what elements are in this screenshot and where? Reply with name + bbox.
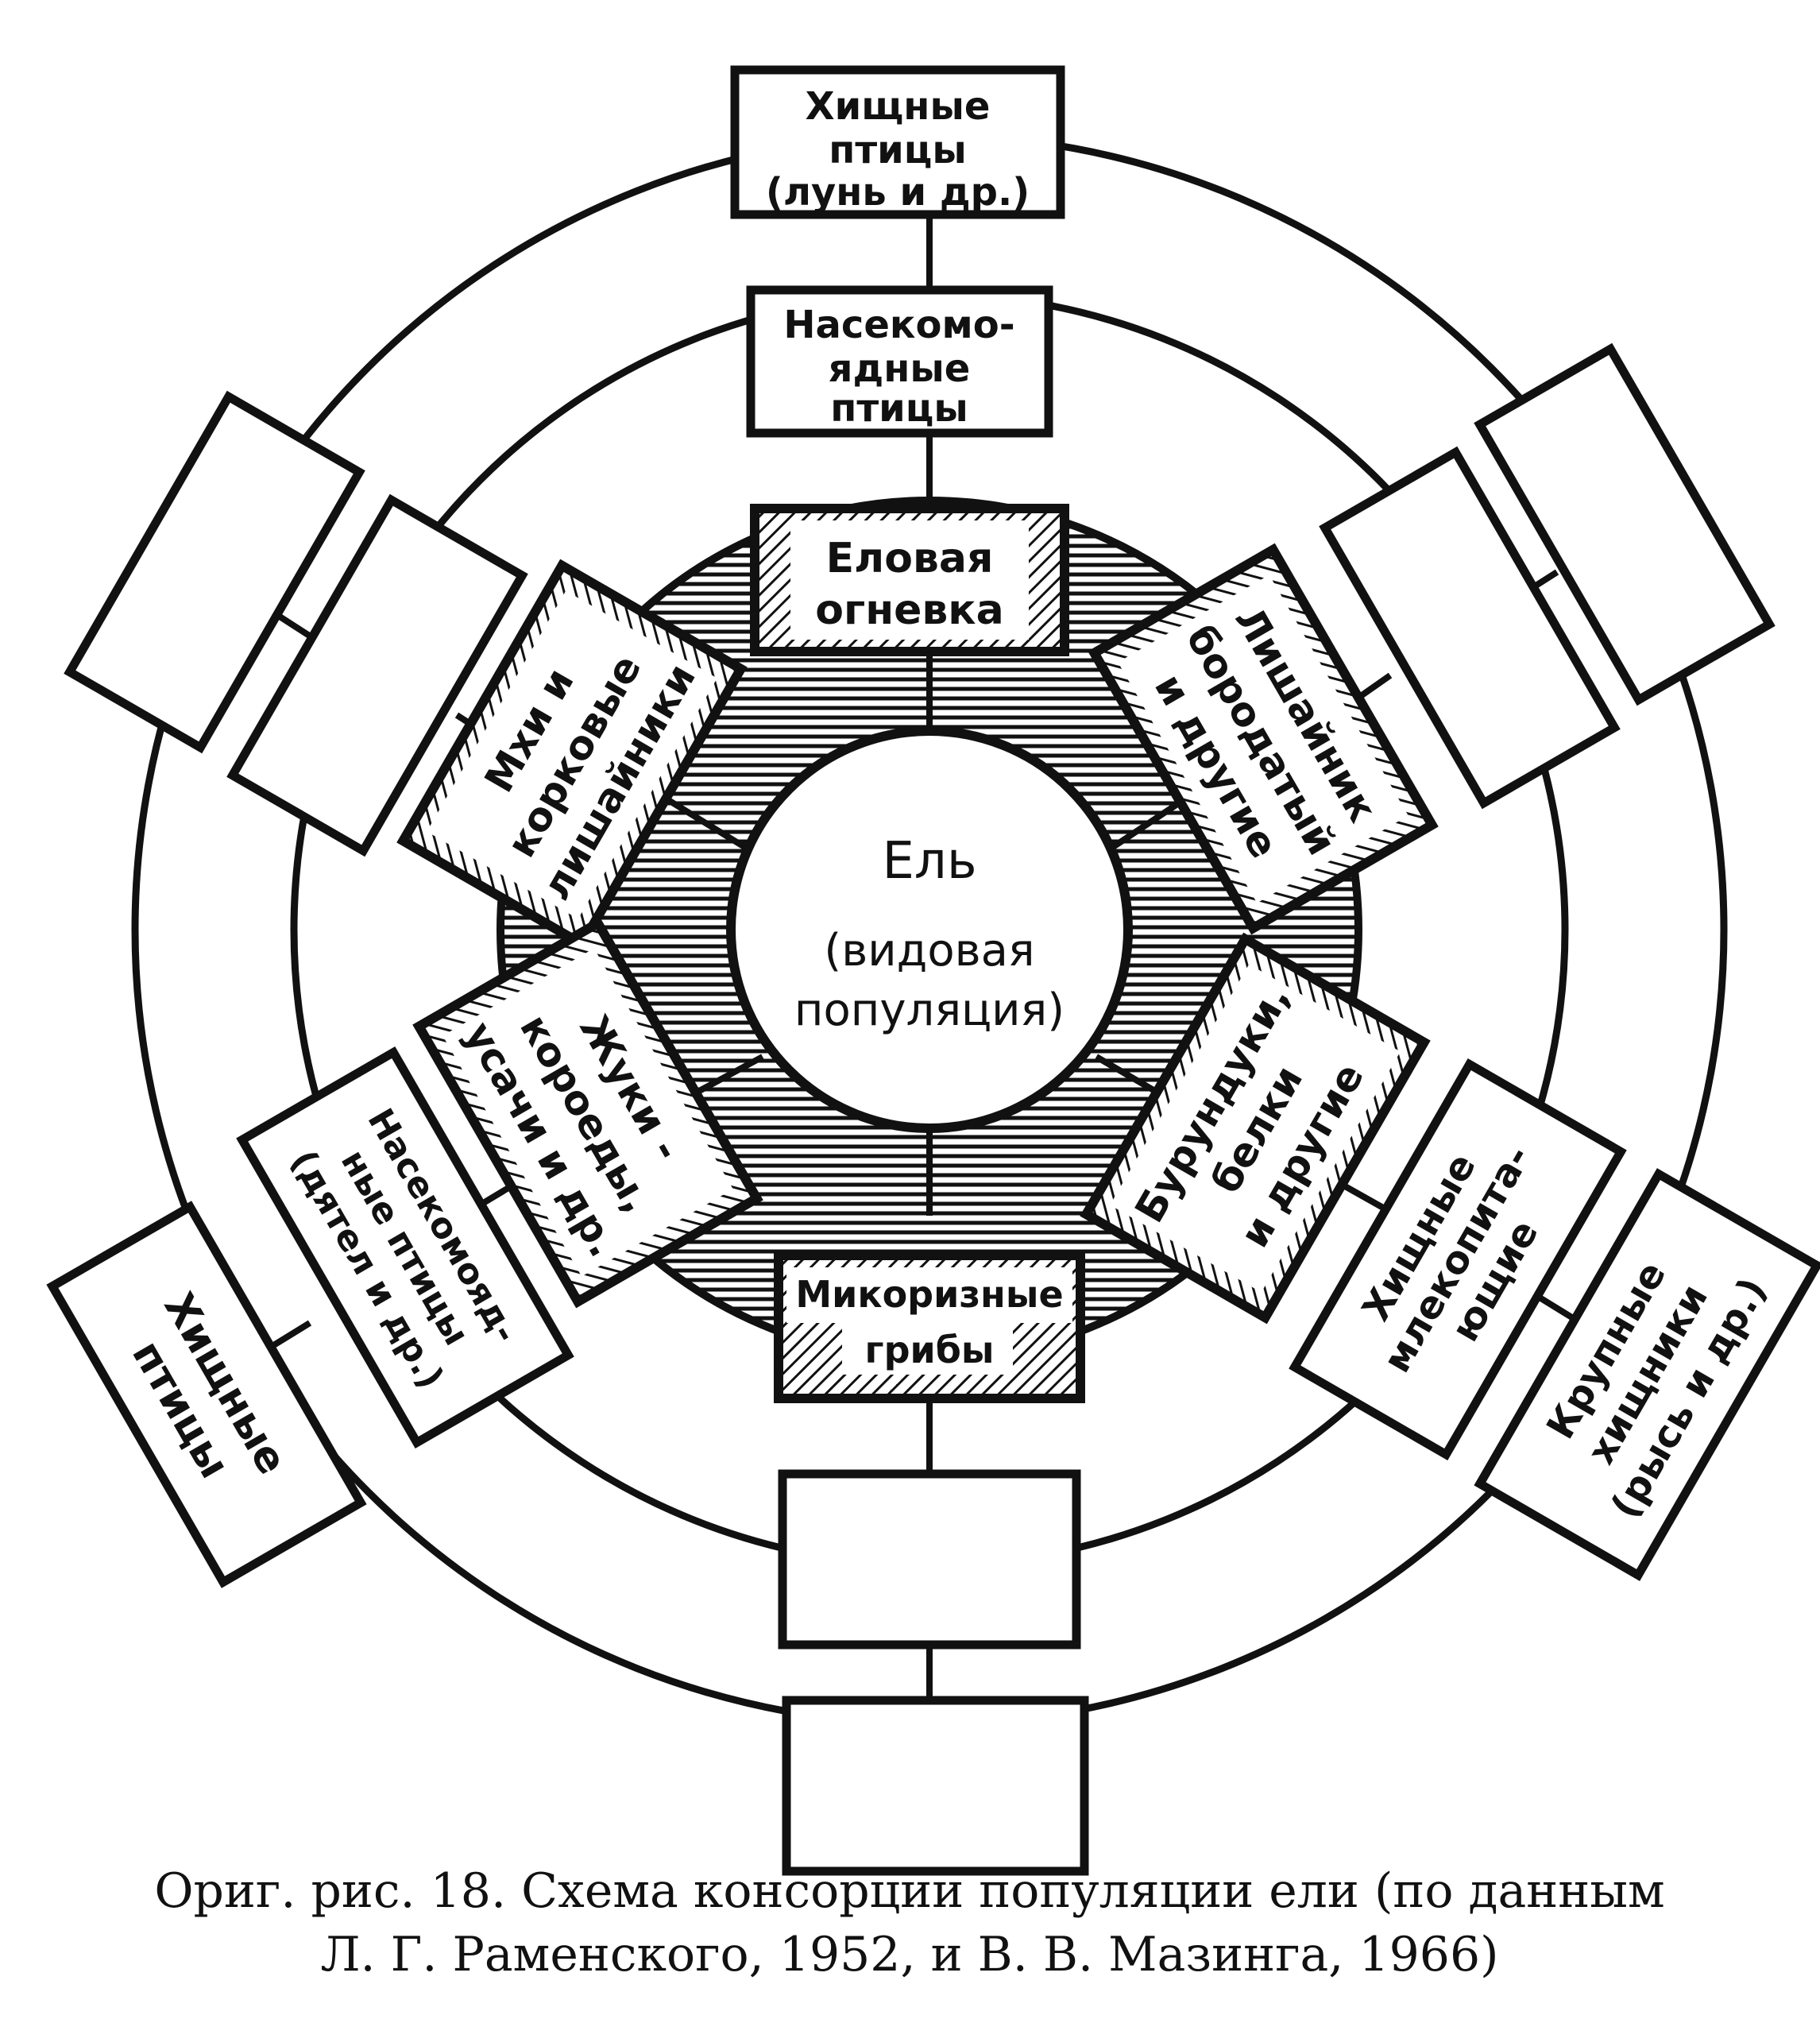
predatory-top-line-3: (лунь и др.)	[766, 170, 1030, 215]
caption-line-1: Ориг. рис. 18. Схема консорции популяции…	[154, 1863, 1664, 1919]
predatory-top-line-2: птицы	[829, 128, 967, 172]
empty-box-bottom-1	[778, 1469, 1081, 1650]
insectivorous-top-line-2: ядные	[829, 346, 971, 391]
spruce-moth-line-2: огневка	[815, 586, 1003, 634]
node-large-predators: Крупные хищники (рысь и др.)	[1474, 1168, 1820, 1581]
core-subtitle-1: (видовая	[824, 925, 1034, 977]
fungi-line-2: грибы	[865, 1329, 995, 1371]
empty-box-bottom-2	[782, 1696, 1089, 1876]
node-spruce-moth: Еловая огневка	[750, 504, 1069, 656]
core-title: Ель	[882, 832, 976, 891]
core-circle	[726, 726, 1133, 1133]
caption-line-2: Л. Г. Раменского, 1952, и В. В. Мазинга,…	[320, 1927, 1498, 1982]
spruce-moth-line-1: Еловая	[826, 535, 994, 582]
fungi-line-1: Микоризные	[795, 1273, 1063, 1316]
node-insectivorous-birds-top: Насекомо- ядные птицы	[746, 285, 1053, 438]
empty-box-upper-right-1	[1319, 446, 1621, 810]
insectivorous-top-line-3: птицы	[830, 386, 968, 431]
predatory-top-line-1: Хищные	[806, 84, 991, 129]
node-beard-lichen: Лишайник бородатый и другие	[1088, 543, 1439, 935]
node-insectivorous-birds-left: Насекомояд- ные птицы (дятел и др.)	[236, 1046, 574, 1449]
empty-box-upper-left-2	[64, 390, 365, 754]
node-mycorrhizal-fungi: Микоризные грибы	[774, 1251, 1085, 1403]
insectivorous-top-line-1: Насекомо-	[783, 303, 1014, 347]
node-mosses-lichens: Мхи и корковые лишайники	[396, 559, 748, 951]
empty-box-upper-right-2	[1474, 342, 1776, 706]
empty-box-upper-left-1	[226, 493, 528, 857]
core-subtitle-2: популяция)	[794, 984, 1065, 1036]
node-predatory-birds-top: Хищные птицы (лунь и др.)	[730, 65, 1065, 219]
